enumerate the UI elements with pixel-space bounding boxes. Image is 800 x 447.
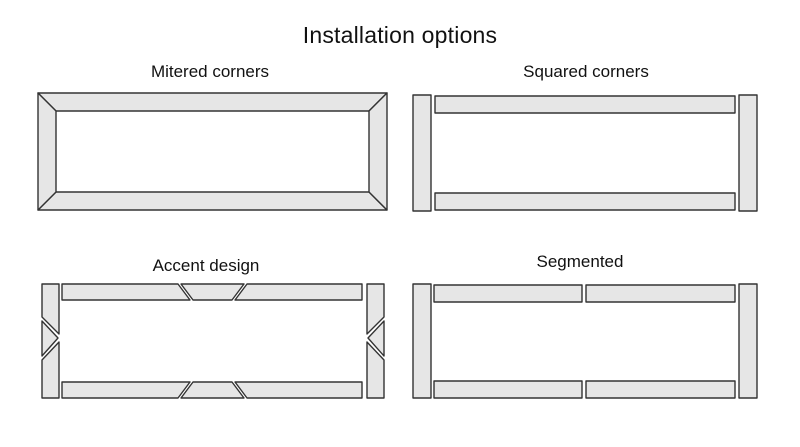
squared-left-post — [412, 94, 432, 212]
accent-right-post-bottom — [366, 341, 385, 399]
segmented-bottom-rail-left — [433, 380, 583, 399]
option-label-accent-design: Accent design — [152, 256, 260, 275]
squared-top-rail — [434, 95, 736, 114]
option-label-mitered-corners: Mitered corners — [150, 62, 270, 81]
segmented-left-post — [412, 283, 432, 399]
squared-right-post — [738, 94, 758, 212]
accent-bottom-rail-left — [61, 381, 191, 399]
accent-top-diamond — [180, 283, 245, 301]
accent-bottom-rail-right — [234, 381, 363, 399]
squared-bottom-rail — [434, 192, 736, 211]
squared-corners-frame — [412, 94, 758, 212]
accent-right-chevron — [367, 320, 385, 357]
option-label-segmented: Segmented — [536, 252, 624, 271]
accent-left-post-bottom — [41, 341, 60, 399]
mitered-top-piece — [37, 92, 388, 112]
mitered-bottom-piece — [37, 191, 388, 211]
mitered-left-piece — [37, 92, 57, 211]
mitered-right-piece — [368, 92, 388, 211]
segmented-top-rail-right — [585, 284, 736, 303]
mitered-corners-frame — [37, 92, 388, 211]
segmented-right-post — [738, 283, 758, 399]
segmented-bottom-rail-right — [585, 380, 736, 399]
accent-top-rail-right — [234, 283, 363, 301]
accent-left-chevron — [41, 320, 59, 357]
accent-bottom-diamond — [180, 381, 245, 399]
segmented-frame — [412, 283, 758, 399]
option-label-squared-corners: Squared corners — [523, 62, 649, 81]
accent-design-frame — [41, 283, 385, 399]
diagram-title: Installation options — [302, 22, 498, 48]
accent-right-post-top — [366, 283, 385, 335]
accent-left-post-top — [41, 283, 60, 335]
accent-top-rail-left — [61, 283, 191, 301]
segmented-top-rail-left — [433, 284, 583, 303]
